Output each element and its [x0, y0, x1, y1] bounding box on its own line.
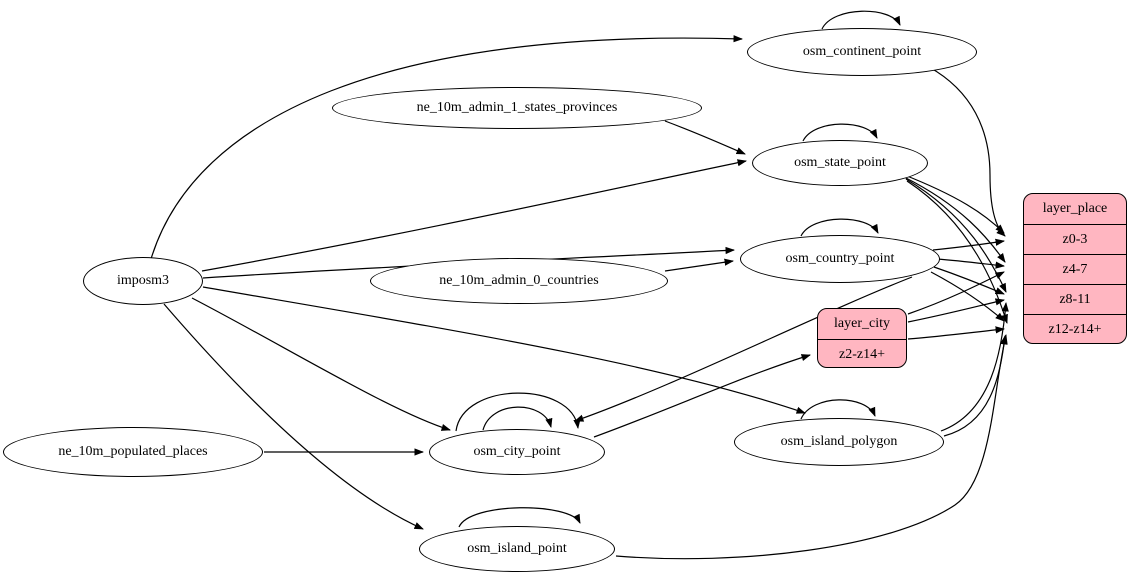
edge-osm_island_point-to-layer_place_z12_14	[615, 334, 1008, 560]
node-osm-country-point-label: osm_country_point	[785, 251, 895, 266]
node-ne-10m-admin-1-states-provinces: ne_10m_admin_1_states_provinces	[332, 87, 702, 129]
node-osm-island-polygon: osm_island_polygon	[734, 418, 944, 466]
node-ne-10m-admin-0-countries: ne_10m_admin_0_countries	[370, 258, 668, 304]
layer-place-row-z4-7: z4-7	[1024, 254, 1126, 284]
edge-layer_city-to-layer_place_z4_7	[907, 271, 1005, 315]
node-osm-continent-point-label: osm_continent_point	[802, 44, 922, 59]
edge-imposm3-to-osm_state_point	[201, 159, 747, 272]
edge-osm_state_point-to-layer_place_z0_3	[901, 173, 1005, 234]
node-imposm3-label: imposm3	[116, 273, 170, 288]
node-ne-10m-admin-0-countries-label: ne_10m_admin_0_countries	[439, 273, 599, 288]
node-ne-10m-populated-places: ne_10m_populated_places	[3, 427, 263, 477]
edge-osm_country_point-to-layer_place_z0_3	[932, 238, 1005, 251]
edge-imposm3-to-osm_island_point	[163, 303, 424, 530]
edge-osm_state_point-to-osm_state_point	[802, 123, 878, 142]
edge-osm_island_polygon-to-layer_place_z12_14	[943, 335, 1008, 437]
node-osm-state-point: osm_state_point	[752, 140, 928, 186]
edge-layer_city-to-layer_place_z12_14	[907, 326, 1005, 340]
edge-layer_city-to-layer_place_z8_11	[907, 298, 1005, 323]
node-osm-city-point-label: osm_city_point	[473, 444, 561, 459]
edge-osm_country_point-to-layer_place_z12_14	[930, 271, 1005, 322]
edge-osm_island_polygon-to-layer_place_z8_11	[940, 302, 1009, 432]
edge-ne_10m_admin_1_states_provinces-to-osm_state_point	[664, 120, 746, 155]
node-osm-island-polygon-label: osm_island_polygon	[780, 434, 898, 449]
edge-osm_island_polygon-to-osm_island_polygon	[800, 399, 876, 420]
node-layer-city: layer_city z2-z14+	[817, 308, 907, 368]
edge-osm_state_point-to-layer_place_z4_7	[903, 176, 1006, 263]
node-ne-10m-admin-1-states-provinces-label: ne_10m_admin_1_states_provinces	[416, 100, 618, 115]
node-osm-island-point: osm_island_point	[419, 526, 615, 572]
edge-osm_country_point-to-osm_city_point	[574, 276, 913, 422]
edge-imposm3-to-osm_continent_point	[150, 35, 743, 260]
edge-osm_continent_point-to-osm_continent_point	[821, 10, 901, 30]
layer-place-row-z12-z14: z12-z14+	[1024, 314, 1126, 343]
edge-osm_city_point-to-osm_city_point	[455, 392, 581, 432]
edge-osm_country_point-to-osm_country_point	[800, 218, 879, 237]
edge-osm_country_point-to-layer_place_z8_11	[933, 266, 1005, 295]
layer-place-row-z0-3: z0-3	[1024, 224, 1126, 254]
edge-osm_country_point-to-layer_place_z4_7	[936, 258, 1005, 269]
edge-osm_city_point-to-osm_city_point	[482, 406, 553, 431]
edge-osm_city_point-to-layer_city	[593, 354, 811, 438]
node-imposm3: imposm3	[83, 257, 203, 305]
node-layer-place: layer_place z0-3 z4-7 z8-11 z12-z14+	[1023, 193, 1127, 344]
node-osm-state-point-label: osm_state_point	[794, 155, 886, 170]
layer-place-row-z8-11: z8-11	[1024, 284, 1126, 314]
edge-osm_continent_point-to-layer_place_z0_3	[928, 66, 1006, 237]
layer-place-title: layer_place	[1042, 201, 1108, 216]
edge-imposm3-to-osm_island_polygon	[202, 286, 806, 414]
layer-city-row-z2-z14: z2-z14+	[818, 339, 906, 367]
node-osm-country-point: osm_country_point	[740, 235, 940, 283]
edge-ne_10m_admin_0_countries-to-osm_country_point	[664, 258, 734, 272]
node-ne-10m-populated-places-label: ne_10m_populated_places	[58, 444, 208, 459]
layer-city-title: layer_city	[834, 316, 890, 331]
edge-imposm3-to-osm_city_point	[191, 297, 451, 431]
node-osm-continent-point: osm_continent_point	[747, 28, 977, 76]
node-osm-city-point: osm_city_point	[429, 429, 605, 475]
edge-osm_island_point-to-osm_island_point	[458, 507, 581, 528]
edge-osm_state_point-to-layer_place_z8_11	[905, 178, 1007, 293]
node-osm-island-point-label: osm_island_point	[467, 541, 567, 556]
